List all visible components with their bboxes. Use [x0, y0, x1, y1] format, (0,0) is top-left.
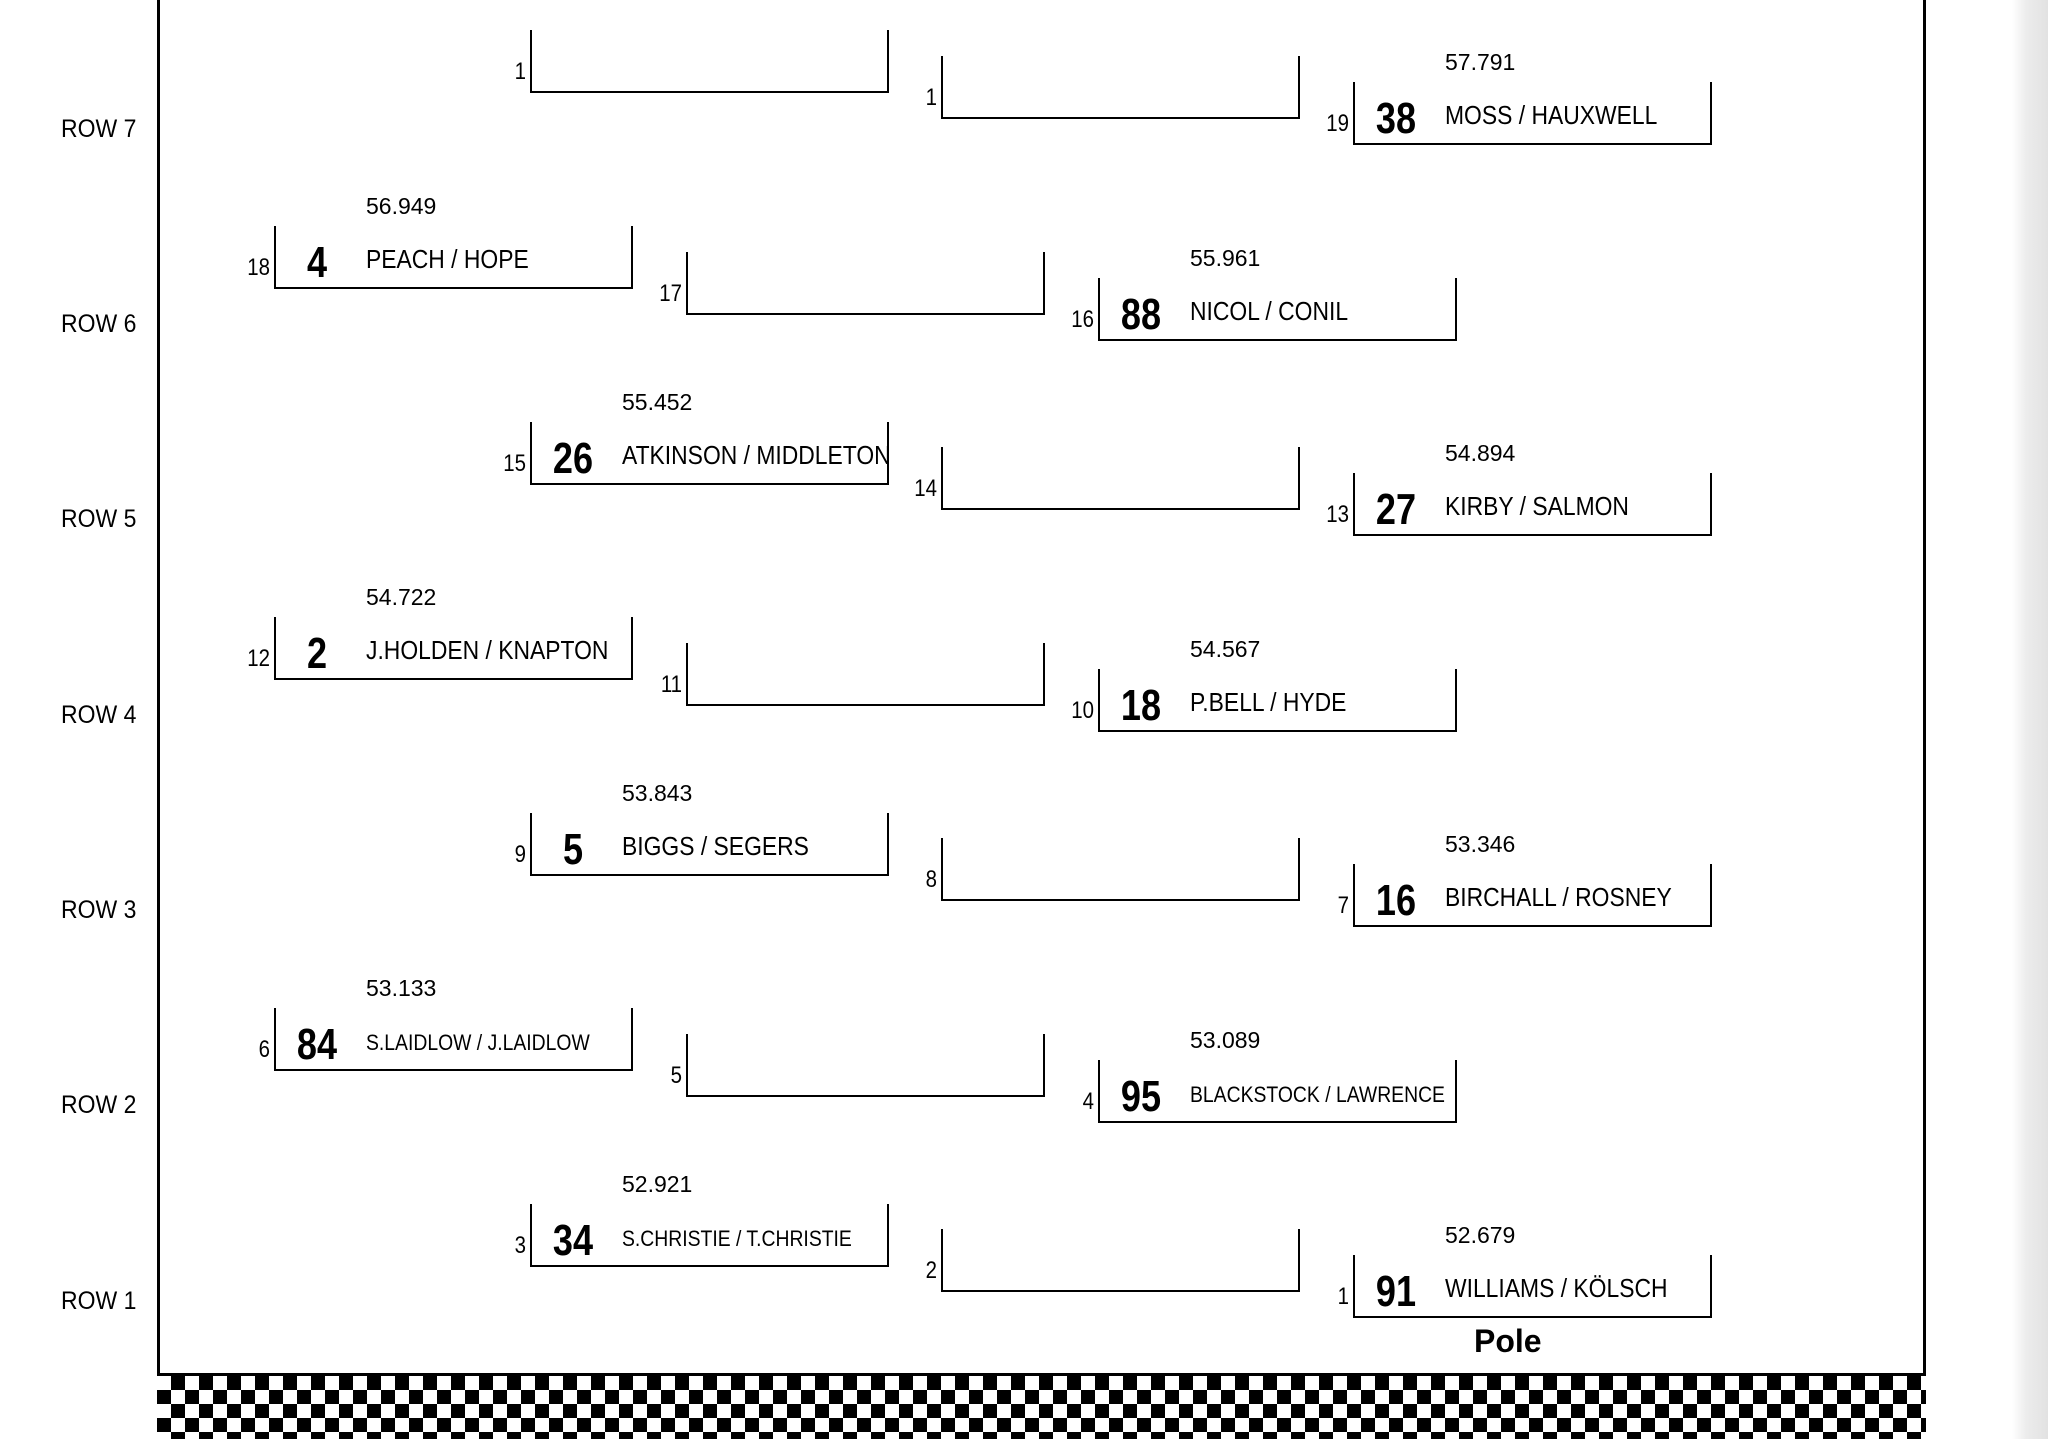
grid-position-number: 4 [1082, 1088, 1094, 1115]
grid-slot [1353, 1255, 1712, 1318]
driver-names: ATKINSON / MIDDLETON [622, 440, 891, 470]
qualifying-time: 53.089 [1190, 1027, 1261, 1053]
grid-slot [530, 30, 889, 93]
grid-position-number: 1 [1337, 1283, 1349, 1310]
driver-names: WILLIAMS / KÖLSCH [1445, 1273, 1668, 1303]
car-number: 18 [1120, 681, 1162, 730]
grid-position-number: 8 [925, 866, 937, 893]
driver-names: BIRCHALL / ROSNEY [1445, 882, 1672, 912]
qualifying-time: 54.567 [1190, 636, 1261, 662]
grid-slot [1353, 864, 1712, 927]
chequered-flag-strip [157, 1373, 1926, 1439]
driver-names: J.HOLDEN / KNAPTON [366, 635, 609, 665]
qualifying-time: 53.843 [622, 780, 693, 806]
qualifying-time: 52.921 [622, 1171, 693, 1197]
page-edge-shadow [2012, 0, 2048, 1439]
grid-slot [274, 226, 633, 289]
pole-label: Pole [1474, 1323, 1542, 1359]
grid-slot [686, 1034, 1045, 1097]
car-number: 2 [306, 629, 328, 678]
grid-position-number: 5 [670, 1062, 682, 1089]
grid-slot [1098, 669, 1457, 732]
grid-position-number: 17 [659, 280, 682, 307]
driver-names: P.BELL / HYDE [1190, 687, 1347, 717]
grid-position-number: 16 [1071, 306, 1094, 333]
grid-slot [941, 447, 1300, 510]
row-label-6: ROW 6 [61, 310, 137, 338]
car-number: 5 [562, 825, 584, 874]
row-label-3: ROW 3 [61, 896, 137, 924]
grid-position-number: 11 [660, 671, 682, 698]
qualifying-time: 56.949 [366, 193, 437, 219]
driver-names: PEACH / HOPE [366, 244, 529, 274]
grid-slot [530, 1204, 889, 1267]
qualifying-time: 54.722 [366, 584, 437, 610]
grid-position-number: 1 [925, 84, 937, 111]
grid-border-left [157, 0, 160, 1439]
grid-slot [941, 1229, 1300, 1292]
grid-position-number: 18 [247, 254, 270, 281]
row-label-1: ROW 1 [61, 1287, 137, 1315]
driver-names: KIRBY / SALMON [1445, 491, 1629, 521]
grid-position-number: 15 [503, 450, 526, 477]
grid-position-number: 10 [1071, 697, 1094, 724]
grid-position-number: 1 [514, 58, 526, 85]
qualifying-time: 53.133 [366, 975, 437, 1001]
grid-position-number: 9 [514, 841, 526, 868]
grid-slot [1353, 82, 1712, 145]
grid-slot [530, 813, 889, 876]
car-number: 16 [1375, 876, 1417, 925]
grid-slot [1098, 278, 1457, 341]
grid-position-number: 12 [247, 645, 270, 672]
car-number: 38 [1375, 94, 1417, 143]
car-number: 88 [1120, 290, 1162, 339]
grid-border-right [1923, 0, 1926, 1439]
grid-position-number: 3 [514, 1232, 526, 1259]
row-label-5: ROW 5 [61, 505, 137, 533]
grid-position-number: 7 [1337, 892, 1349, 919]
driver-names: S.CHRISTIE / T.CHRISTIE [622, 1226, 852, 1251]
grid-slot [1098, 1060, 1457, 1123]
driver-names: S.LAIDLOW / J.LAIDLOW [366, 1030, 590, 1055]
grid-slot [1353, 473, 1712, 536]
grid-position-number: 19 [1326, 110, 1349, 137]
qualifying-time: 55.961 [1190, 245, 1261, 271]
car-number: 84 [296, 1020, 338, 1069]
row-label-7: ROW 7 [61, 115, 137, 143]
driver-names: MOSS / HAUXWELL [1445, 100, 1658, 130]
qualifying-time: 55.452 [622, 389, 693, 415]
grid-slot [686, 252, 1045, 315]
car-number: 4 [306, 238, 328, 287]
grid-position-number: 14 [914, 475, 937, 502]
car-number: 95 [1120, 1072, 1162, 1121]
qualifying-time: 54.894 [1445, 440, 1516, 466]
row-label-4: ROW 4 [61, 701, 137, 729]
driver-names: BLACKSTOCK / LAWRENCE [1190, 1082, 1445, 1107]
grid-slot [274, 617, 633, 680]
car-number: 91 [1375, 1267, 1417, 1316]
qualifying-time: 53.346 [1445, 831, 1516, 857]
grid-slot [686, 643, 1045, 706]
grid-position-number: 13 [1326, 501, 1349, 528]
qualifying-time: 52.679 [1445, 1222, 1516, 1248]
grid-position-number: 6 [258, 1036, 270, 1063]
qualifying-time: 57.791 [1445, 49, 1516, 75]
driver-names: BIGGS / SEGERS [622, 831, 809, 861]
car-number: 27 [1375, 485, 1417, 534]
grid-slot [274, 1008, 633, 1071]
grid-slot [941, 56, 1300, 119]
grid-slot [941, 838, 1300, 901]
grid-slot [530, 422, 889, 485]
grid-position-number: 2 [925, 1257, 937, 1284]
row-label-2: ROW 2 [61, 1091, 137, 1119]
driver-names: NICOL / CONIL [1190, 296, 1349, 326]
car-number: 26 [552, 434, 594, 483]
car-number: 34 [552, 1216, 594, 1265]
